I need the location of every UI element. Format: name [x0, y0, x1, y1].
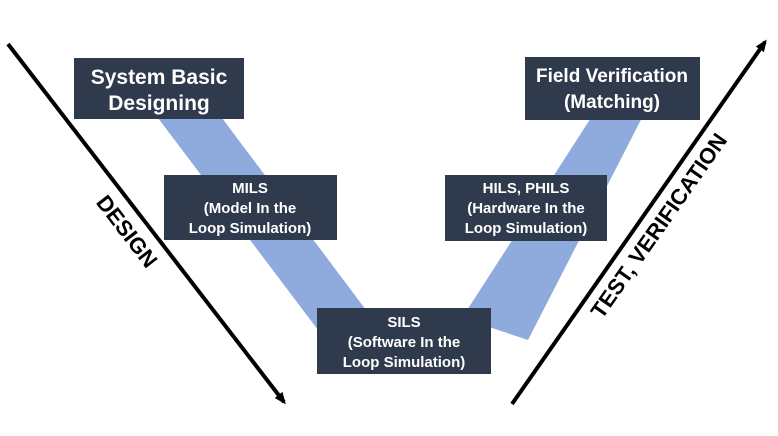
mils-line-3: Loop Simulation) — [189, 220, 311, 237]
field-verification-line-1: Field Verification — [536, 66, 688, 87]
mils-box: MILS (Model In the Loop Simulation) — [164, 175, 337, 240]
mils-line-1: MILS — [232, 180, 268, 197]
system-design-line-1: System Basic — [91, 66, 228, 89]
sils-line-2: (Software In the — [348, 334, 461, 351]
sils-line-1: SILS — [387, 314, 420, 331]
field-verification-box: Field Verification (Matching) — [525, 57, 700, 120]
system-design-box: System Basic Designing — [74, 58, 244, 119]
test-verification-arrow — [510, 39, 767, 406]
hils-line-1: HILS, PHILS — [483, 180, 570, 197]
sils-box: SILS (Software In the Loop Simulation) — [317, 308, 491, 374]
design-arrow — [6, 42, 286, 405]
mils-line-2: (Model In the — [204, 200, 297, 217]
hils-line-3: Loop Simulation) — [465, 220, 587, 237]
system-design-line-2: Designing — [108, 92, 210, 115]
hils-line-2: (Hardware In the — [467, 200, 585, 217]
hils-box: HILS, PHILS (Hardware In the Loop Simula… — [445, 175, 607, 241]
sils-line-3: Loop Simulation) — [343, 354, 465, 371]
field-verification-line-2: (Matching) — [564, 92, 660, 113]
